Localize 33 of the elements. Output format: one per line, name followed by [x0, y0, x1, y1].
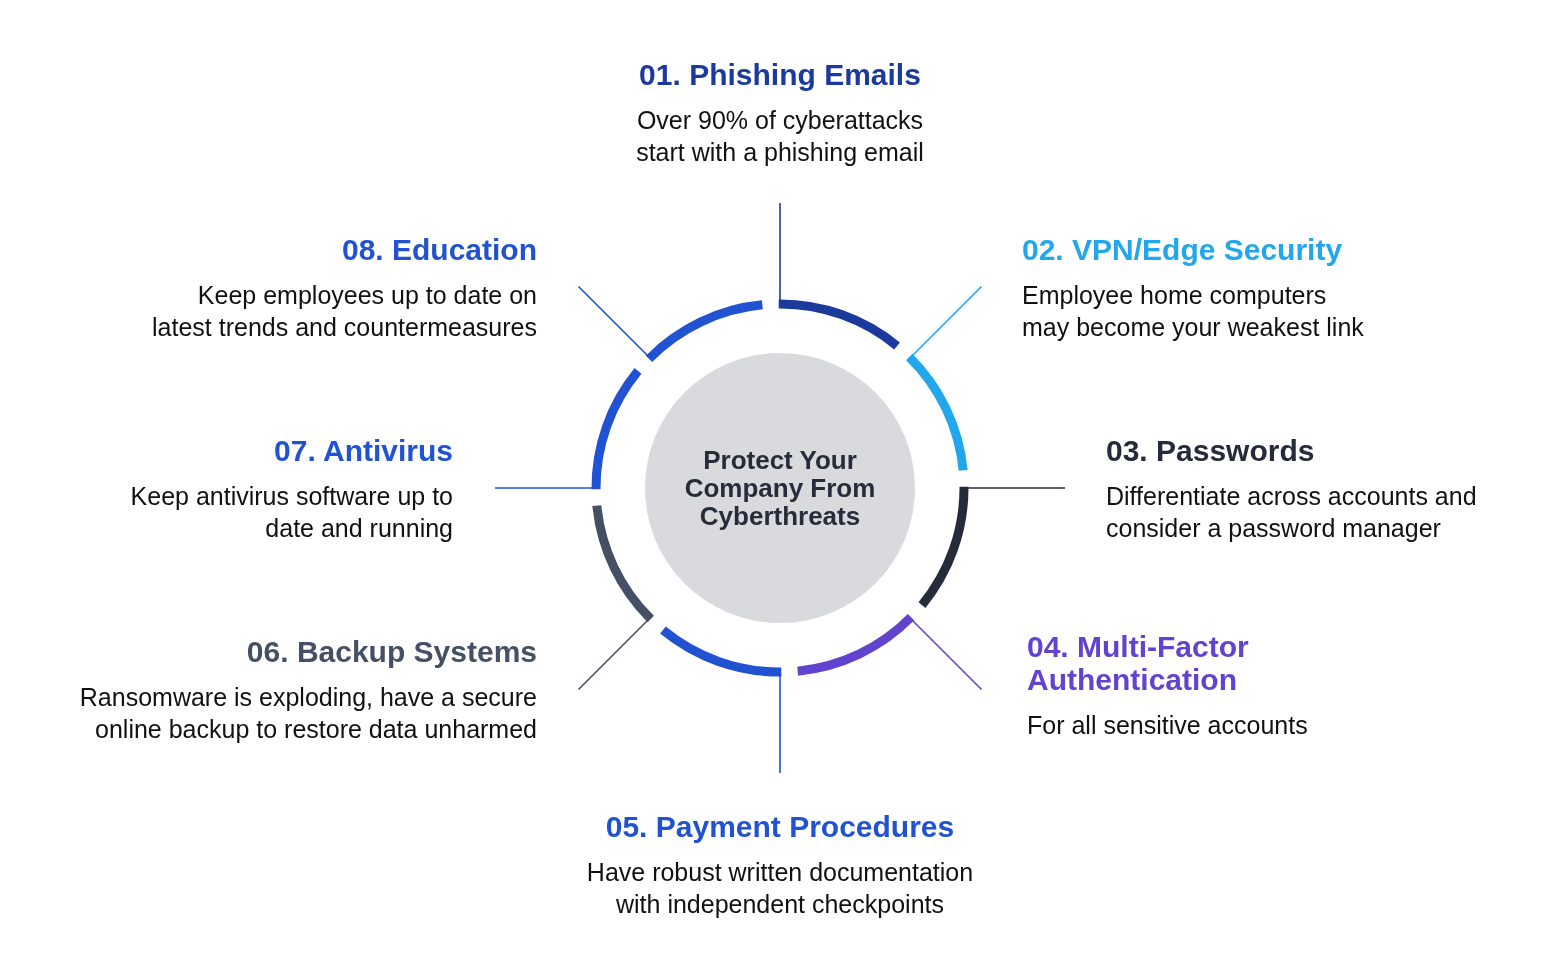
- leader-line: [494, 487, 594, 489]
- section-heading: 05. Payment Procedures: [604, 810, 956, 843]
- description-text: For all sensitive accounts: [1027, 710, 1309, 741]
- ring-segment: [918, 486, 969, 608]
- ring-segment: [660, 626, 782, 677]
- description-text: Ransomware is exploding, have a secure online backup to restore data unharmed: [78, 682, 537, 745]
- section-heading: 04. Multi-Factor Authentication: [1027, 630, 1250, 696]
- leader-line: [577, 285, 649, 357]
- center-title: Protect Your Company From Cyberthreats: [683, 446, 877, 530]
- leader-line: [577, 619, 649, 691]
- section-heading: 07. Antivirus: [273, 434, 453, 467]
- ring-segment: [645, 300, 764, 363]
- ring-segment: [796, 613, 915, 676]
- section-heading: 03. Passwords: [1106, 434, 1316, 467]
- ring-segment: [905, 353, 968, 472]
- description-text: Differentiate across accounts and consider a password manager: [1106, 481, 1478, 544]
- leader-line: [966, 487, 1066, 489]
- leader-line: [911, 619, 983, 691]
- leader-line: [779, 674, 781, 774]
- section-heading: 06. Backup Systems: [245, 635, 537, 668]
- ring-segment: [591, 368, 642, 490]
- leader-line: [779, 202, 781, 302]
- description-text: Keep antivirus software up to date and running: [129, 481, 453, 544]
- section-heading: 01. Phishing Emails: [638, 58, 922, 91]
- leader-line: [911, 285, 983, 357]
- description-text: Have robust written documentation with independent checkpoints: [585, 857, 975, 920]
- section-heading: 02. VPN/Edge Security: [1022, 233, 1344, 266]
- description-text: Keep employees up to date on latest trends and countermeasures: [151, 280, 537, 343]
- section-heading: 08. Education: [340, 233, 537, 266]
- description-text: Over 90% of cyberattacks start with a phishing email: [635, 105, 925, 168]
- ring-segment: [778, 299, 900, 350]
- ring-segment: [592, 504, 655, 623]
- description-text: Employee home computers may become your weakest link: [1022, 280, 1365, 343]
